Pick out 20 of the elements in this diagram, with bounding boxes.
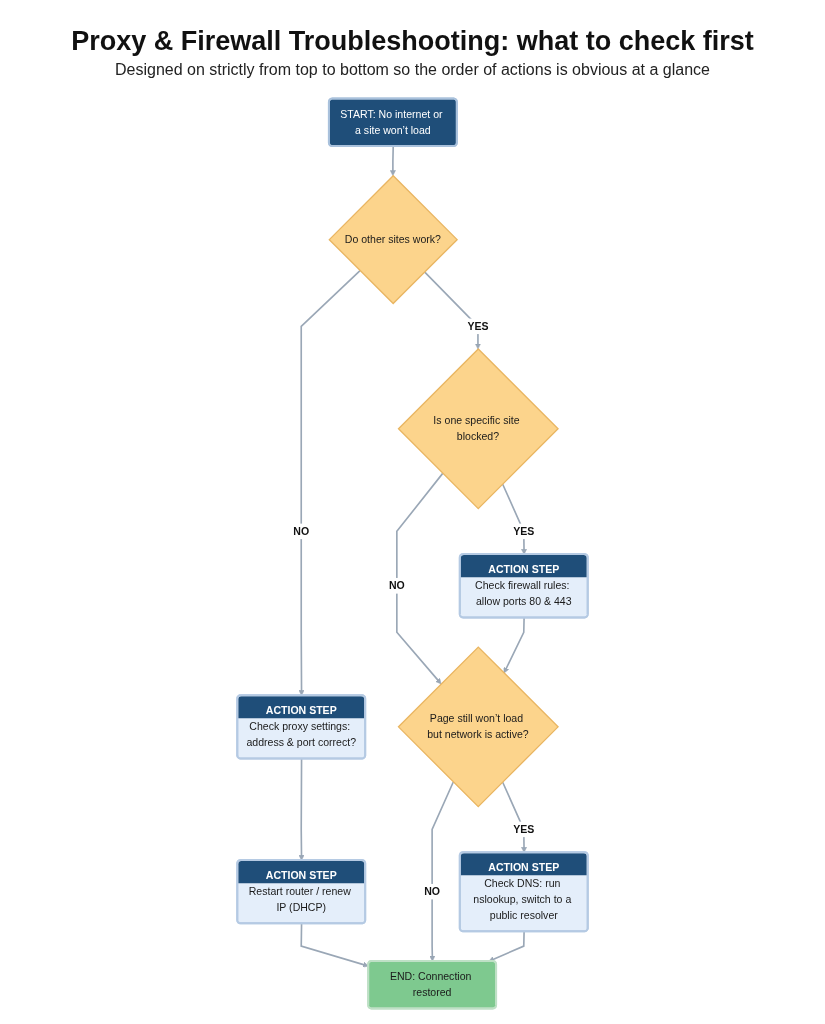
arrow bbox=[298, 758, 305, 861]
arrow bbox=[429, 781, 455, 962]
arrow bbox=[396, 472, 444, 685]
arrow bbox=[488, 930, 525, 962]
node-diamond: Is one specific site blocked? bbox=[397, 348, 559, 510]
edge-label: NO bbox=[424, 885, 441, 897]
node-diamond: Page still won’t load but network is active? bbox=[397, 646, 559, 808]
edge-label: NO bbox=[388, 579, 405, 592]
node-diamond: Do other sites work? bbox=[328, 174, 459, 305]
arrow bbox=[298, 269, 361, 696]
arrow bbox=[503, 616, 525, 674]
arrow bbox=[300, 922, 369, 968]
title: Proxy & Firewall Troubleshooting: what to check first bbox=[71, 26, 754, 57]
arrow bbox=[423, 271, 481, 350]
arrow bbox=[390, 145, 396, 176]
edge-label: NO bbox=[293, 525, 310, 537]
edge-label: YES bbox=[467, 320, 489, 332]
edge-label: YES bbox=[513, 525, 535, 537]
edge-label: YES bbox=[513, 823, 535, 835]
subtitle: Designed on strictly from top to bottom so the order of actions is obvious at a glance bbox=[115, 61, 710, 79]
